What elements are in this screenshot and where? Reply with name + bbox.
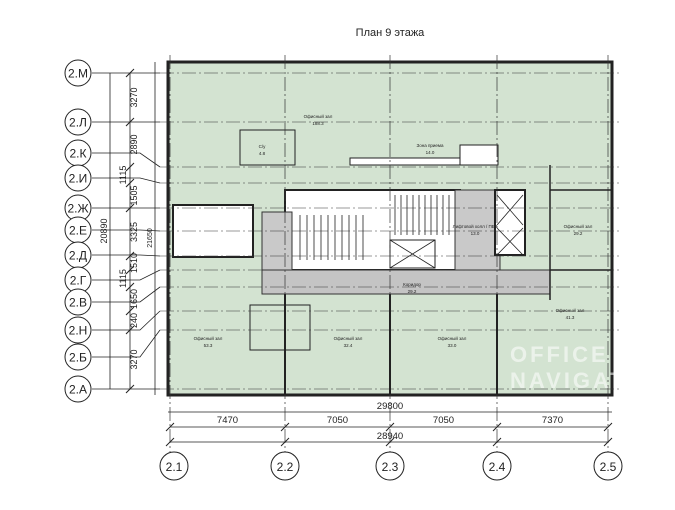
- axis-bubble-col: [593, 451, 623, 481]
- axis-bubble-row: [64, 288, 92, 316]
- room-name: Офисный зал: [334, 335, 363, 341]
- axis-leader: [92, 286, 161, 303]
- reception-desk: [459, 144, 499, 166]
- room-area: 29.2: [408, 289, 417, 294]
- kitchen-counter: [349, 157, 461, 166]
- partitions: [284, 165, 612, 395]
- room-area: 32.4: [344, 343, 353, 348]
- dim-horizontal: 7470: [217, 415, 238, 426]
- axis-label-row: 2.Е: [69, 224, 87, 238]
- axis-bubble-col: [482, 451, 512, 481]
- room-name: Коридор: [403, 282, 421, 287]
- axis-bubble-col: [375, 451, 405, 481]
- grid-lines: [160, 55, 620, 452]
- plan-title: План 9 этажа: [356, 27, 426, 39]
- axis-leader: [92, 152, 161, 168]
- room-area: 33.0: [448, 343, 457, 348]
- axis-label-row: 2.Н: [69, 324, 88, 338]
- axis-label-row: 2.Д: [69, 249, 87, 263]
- axis-bubble-row: [64, 108, 92, 136]
- axis-bubble-row: [64, 59, 92, 87]
- axis-bubble-col: [159, 451, 189, 481]
- dimension-lines: 3270289011151505332515101115165024032702…: [99, 62, 613, 447]
- lobby-left: [261, 211, 293, 273]
- axis-label-row: 2.А: [69, 383, 87, 397]
- axis-leader: [92, 177, 161, 184]
- axis-label-row: 2.К: [70, 147, 87, 161]
- dim-horizontal: 7370: [542, 415, 563, 426]
- axis-label-row: 2.В: [69, 296, 87, 310]
- room-area: 188.3: [312, 121, 324, 126]
- dim-vertical: 1650: [129, 289, 139, 309]
- axis-bubble-row: [64, 164, 92, 192]
- axis-leader: [92, 269, 161, 281]
- axis-bubble-row: [64, 316, 92, 344]
- room-name: Зона приема: [416, 143, 444, 148]
- room-name: Лифтовой холл / ПБЗ: [453, 223, 498, 229]
- axis-label-row: 2.М: [68, 67, 88, 81]
- dim-vertical: 240: [129, 313, 139, 328]
- dim-horizontal: 7050: [433, 415, 454, 426]
- room-area: 41.3: [566, 315, 575, 320]
- axis-bubble-row: [64, 375, 92, 403]
- dim-vertical: 1510: [129, 253, 139, 273]
- axis-bubble-row: [64, 343, 92, 371]
- dim-vertical: 3270: [129, 349, 139, 369]
- axis-leader: [92, 310, 161, 331]
- watermark-line: NAVIGATOR: [510, 368, 665, 393]
- room-name: Офисный зал: [564, 223, 593, 229]
- lift-hall: [454, 189, 501, 271]
- stairs: [299, 194, 524, 269]
- axis-label-col: 2.2: [277, 460, 294, 474]
- watermark-line: OFFICE: [510, 342, 609, 367]
- axis-label-row: 2.Ж: [67, 202, 88, 216]
- axis-leader: [92, 254, 161, 257]
- axis-label-row: 2.И: [69, 172, 88, 186]
- room-name: Офисный зал: [304, 113, 333, 119]
- axis-markers: 2.М 2.Л 2.К 2.И 2.Ж 2.Е 2.Д 2.Г 2.В 2.Н 2.Б 2.А 2.1 2…: [64, 59, 623, 481]
- axis-leader: [92, 329, 161, 358]
- dim-horizontal-total-outer: 29800: [377, 401, 403, 412]
- axis-label-col: 2.4: [489, 460, 506, 474]
- room-name: Офисный зал: [194, 335, 223, 341]
- lift-cross-icon: [389, 239, 436, 269]
- dim-vertical: 1115: [118, 166, 128, 185]
- dim-vertical: 2890: [129, 134, 139, 154]
- room-area: 53.3: [204, 343, 213, 348]
- dim-vertical: 3325: [129, 222, 139, 242]
- axis-label-row: 2.Л: [69, 116, 87, 130]
- dim-horizontal: 7050: [327, 415, 348, 426]
- dim-vertical-total-inner: 21650: [147, 228, 154, 248]
- wc-top: [239, 129, 296, 166]
- axis-bubble-col: [270, 451, 300, 481]
- wc-bottom-left: [249, 304, 311, 351]
- axis-label-row: 2.Г: [70, 274, 87, 288]
- room-name: Офисный зал: [438, 335, 467, 341]
- dim-vertical: 3270: [129, 87, 139, 107]
- lift-shafts: [494, 189, 526, 256]
- axis-label-col: 2.3: [382, 460, 399, 474]
- room-area: 29.2: [574, 231, 583, 236]
- room-area: 4.8: [259, 151, 266, 156]
- room-name: С/у: [259, 144, 267, 149]
- dim-horizontal-total-inner: 28940: [377, 431, 403, 442]
- axis-leader: [92, 229, 161, 232]
- room-area: 13.0: [471, 231, 480, 236]
- dim-vertical: 1115: [118, 269, 128, 288]
- dim-vertical-total-outer: 20890: [99, 218, 109, 243]
- axis-label-col: 2.1: [166, 460, 183, 474]
- room-name: Офисный зал: [556, 307, 585, 313]
- dim-vertical: 1505: [129, 185, 139, 205]
- axis-label-row: 2.Б: [69, 351, 87, 365]
- watermark: OFFICE NAVIGATOR: [510, 342, 665, 393]
- axis-label-col: 2.5: [600, 460, 617, 474]
- room-area: 14.0: [426, 150, 435, 155]
- lift-cross-icon: [496, 194, 524, 256]
